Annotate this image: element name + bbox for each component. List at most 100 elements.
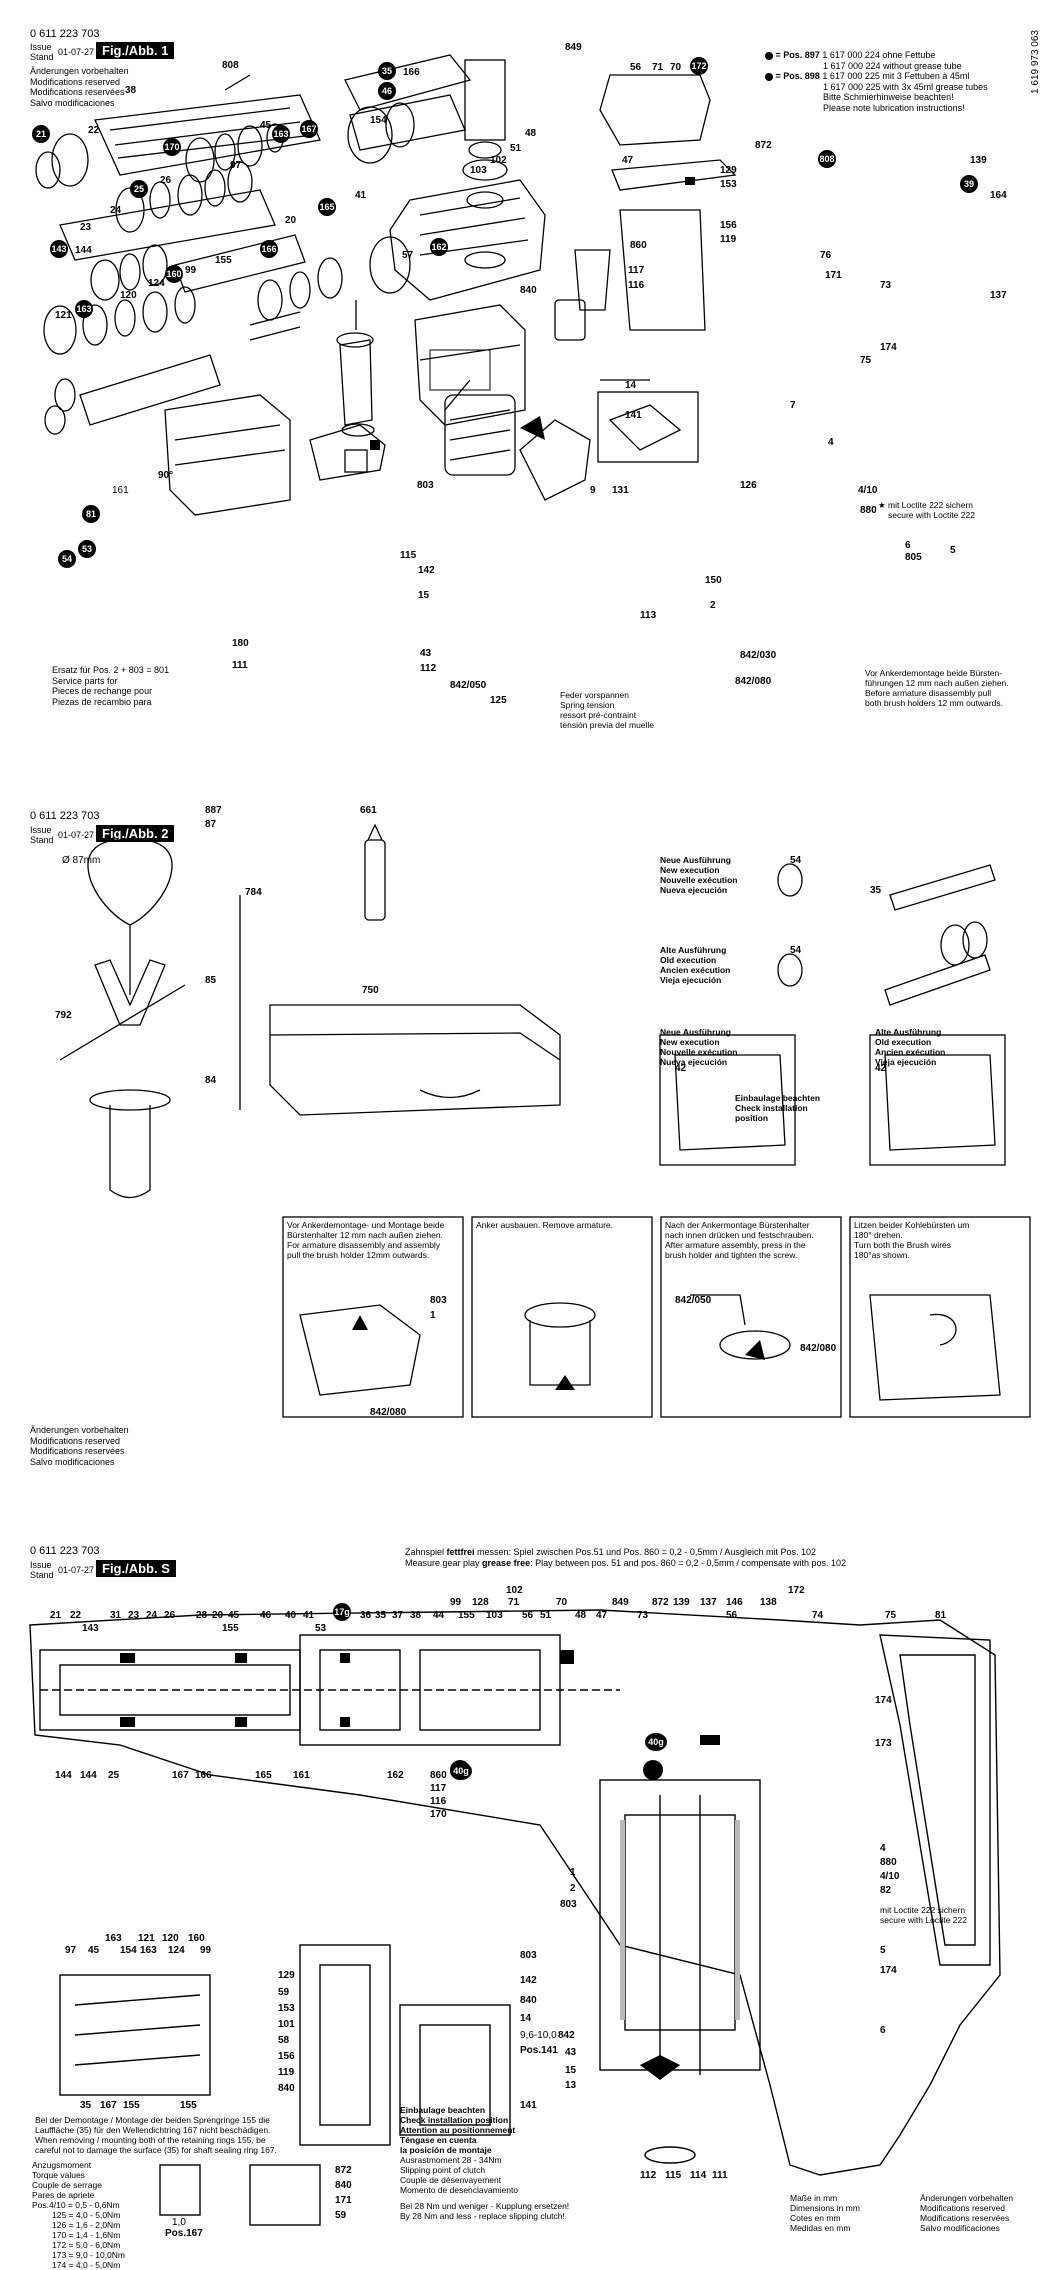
part-label: 143 [82,1623,99,1634]
reserved-notes-2: Änderungen vorbehalten Modifications res… [30,1425,129,1467]
spring-note: Feder vorspannen Spring tension ressort … [560,690,654,730]
part-label: 4/10 [880,1871,900,1882]
part-label: 4 [828,437,834,448]
note-line: Service parts for [52,675,118,686]
note-line: Couple de désenvayement [400,2175,502,2185]
part-label: 128 [472,1597,489,1608]
part-label: 144 [75,245,92,256]
part-label: 23 [80,222,92,233]
panel-4-text: Litzen beider Kohlebürsten um 180° drehe… [854,1220,1029,1260]
part-label: 56 [726,1610,738,1621]
fig2-label: Fig./Abb. 2 [96,825,175,842]
issue-stand-block: Issue Stand [30,825,54,845]
part-label: 860 [630,240,647,251]
part-label: 124 [168,1945,185,1956]
part-label: 126 [740,480,757,491]
note-line: Ancien exécution [660,965,731,975]
part-label: 808 [222,60,239,71]
part-label: 156 [278,2051,295,2062]
part-label: 5 [950,545,956,556]
part-label: 129 [720,165,737,176]
part-label: 45 [228,1610,240,1621]
part-label: 54 [790,945,802,956]
part-label-circled: 167 [300,120,318,138]
part-label: 138 [760,1597,777,1608]
part-label: 174 [880,1965,897,1976]
part-label: 119 [278,2067,295,2078]
note-part-bold: fettfrei [446,1547,475,1557]
part-label: 112 [420,663,437,674]
reserved-note: Salvo modificaciones [30,97,115,108]
part-label: 70 [556,1597,568,1608]
note-line: Turn both the Brush wires [854,1240,952,1250]
note-line: führungen 12 mm nach außen ziehen. [865,678,1009,688]
part-label: 23 [128,1610,140,1621]
reserved-notes-1: Änderungen vorbehalten Modifications res… [30,66,129,108]
part-label: 20 [212,1610,224,1621]
part-label-circled: 163 [272,125,290,143]
reserved-note: Modifications reservées [920,2213,1010,2223]
part-label: 167 [100,2100,117,2111]
part-label: 15 [418,590,430,601]
part-label: 155 [123,2100,140,2111]
part-label: 141 [520,2100,537,2111]
part-label: 150 [705,575,722,586]
part-label-circled: 54 [58,550,76,568]
part-label: 842/050 [450,680,487,691]
part-label-circled: 53 [78,540,96,558]
part-label: 144 [55,1770,72,1781]
note-line: Couple de serrage [32,2180,102,2190]
note-line: Anzugsmoment [32,2160,92,2170]
reserved-note: Salvo modificaciones [920,2223,1000,2233]
part-label: 43 [420,648,432,659]
part-label: 164 [990,190,1007,201]
part-label: 58 [278,2035,290,2046]
part-label: 70 [670,62,682,73]
part-label: 840 [335,2180,352,2191]
note-line: Litzen beider Kohlebürsten um [854,1220,970,1230]
part-label: 792 [55,1010,72,1021]
note-line: 180°as shown. [854,1250,910,1260]
torque-value: 173 = 9,0 - 10,0Nm [52,2250,126,2260]
note-line: Vor Ankerdemontage beide Bürsten- [865,668,1003,678]
figure-2-sheet: 0 611 223 703 Issue Stand 01-07-27 Fig./… [0,795,1050,1495]
issue-label: Issue [30,42,52,52]
gear-play-note: Zahnspiel fettfrei messen: Spiel zwische… [405,1547,1035,1568]
part-label: 163 [140,1945,157,1956]
part-label-circled: 40g [645,1733,667,1751]
grease-line: 1 617 000 225 mit 3 Fettuben à 45ml [822,71,970,81]
note-line: Bei 28 Nm und weniger - Kupplung ersetze… [400,2201,570,2211]
part-label: 22 [70,1610,82,1621]
panel-2-text: Anker ausbauen. Remove armature. [476,1220,651,1230]
note-part: Measure gear play [405,1557,483,1568]
part-label: 46 [260,1610,272,1621]
note-line: Anker ausbauen. Remove armature. [476,1220,614,1230]
note-line: New execution [660,865,720,875]
part-label: 154 [120,1945,137,1956]
part-label: 24 [110,205,122,216]
part-label: 137 [700,1597,717,1608]
reserved-note: Modifications reserved [30,1435,121,1446]
part-label: 139 [673,1597,690,1608]
figS-label: Fig./Abb. S [96,1560,176,1577]
stand-label: Stand [30,1570,54,1580]
issue-date: 01-07-27 [58,47,95,57]
part-label: 842/050 [675,1295,712,1306]
part-label: 26 [160,175,172,186]
part-label: 803 [560,1899,577,1910]
note-line: Vieja ejecución [660,975,722,985]
reserved-note: Modifications reservées [30,1446,125,1456]
part-label: 163 [105,1933,122,1944]
part-label: 166 [403,67,420,78]
part-label: 35 [870,885,882,896]
panel-1-text: Vor Ankerdemontage- und Montage beide Bü… [287,1220,462,1260]
part-label: 99 [200,1945,212,1956]
brush-note: Vor Ankerdemontage beide Bürsten- führun… [865,668,1009,708]
figure-s-sheet: 0 611 223 703 Issue Stand 01-07-27 Fig./… [0,1525,1050,2270]
torque-value: 170 = 1,4 - 1,6Nm [52,2230,121,2240]
part-label: 661 [360,805,377,816]
part-label: 22 [88,125,100,136]
part-label: 97 [65,1945,77,1956]
part-label: 171 [825,270,842,281]
part-label: 161 [112,485,129,496]
